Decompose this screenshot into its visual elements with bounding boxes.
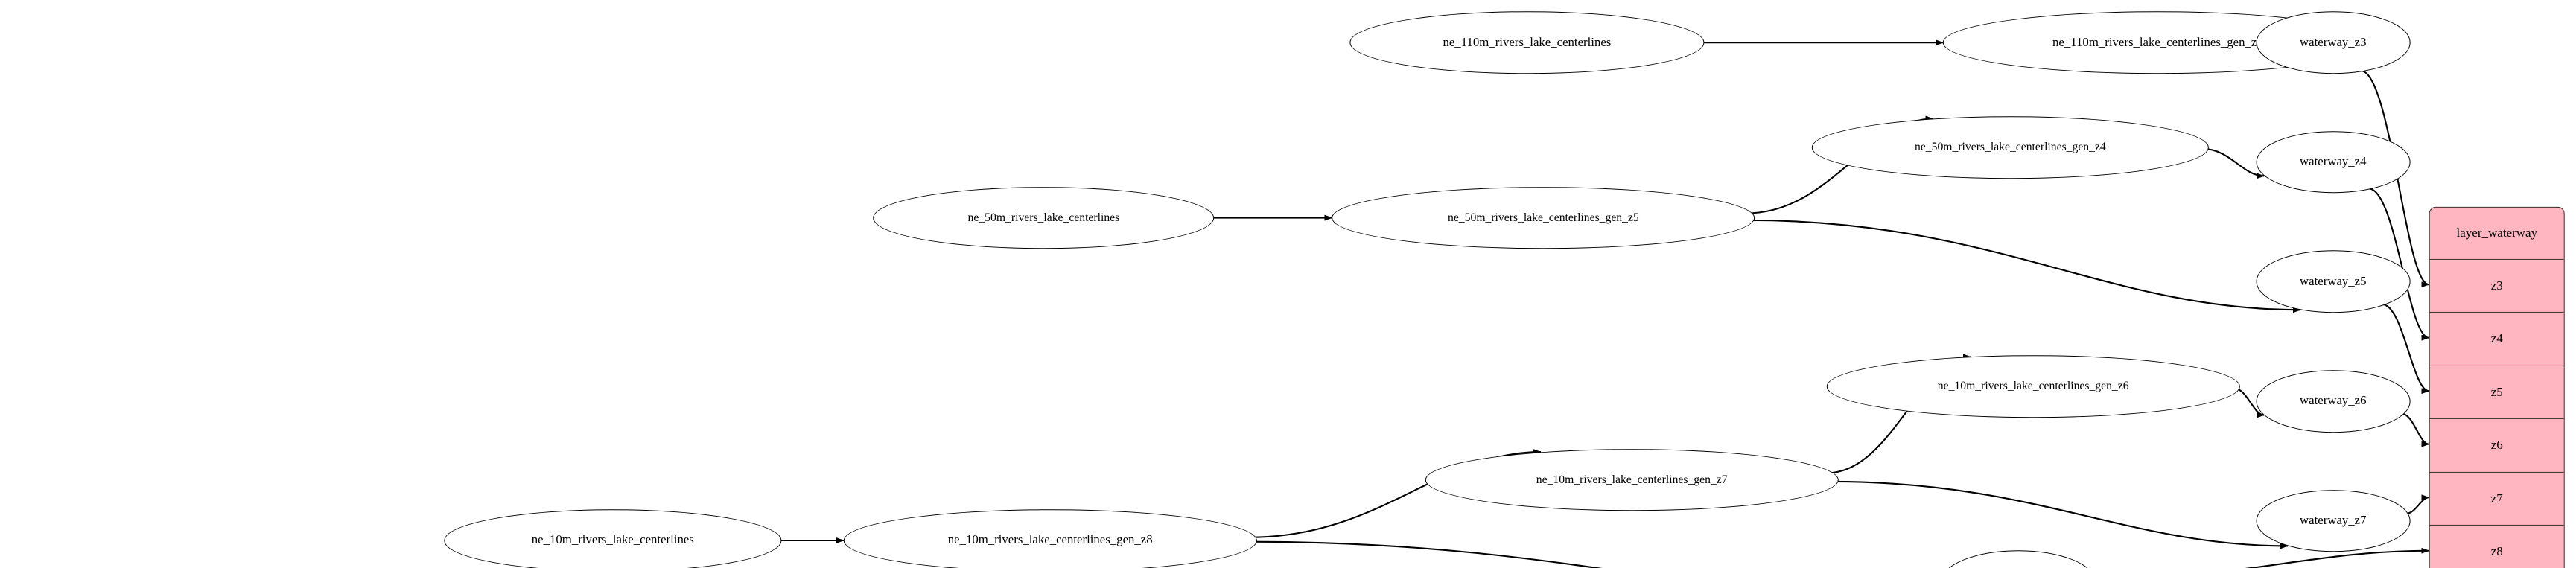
edge-ne_10m_rivers_lake_centerlines_gen_z7--to--waterway_z7	[1831, 480, 2289, 549]
graph-node-ne_10m_rivers_lake_centerlines[interactable]: ne_10m_rivers_lake_centerlines	[444, 509, 782, 568]
edge-ne_10m_rivers_lake_centerlines_gen_z8--to--waterway_z8	[1250, 540, 1603, 568]
node-label: waterway_z3	[2300, 34, 2367, 49]
graph-node-ne_10m_rivers_lake_centerlines_gen_z6[interactable]: ne_10m_rivers_lake_centerlines_gen_z6	[1826, 355, 2240, 418]
graph-node-waterway_z7[interactable]: waterway_z7	[2256, 489, 2411, 552]
edge-waterway_z7--to--layer_waterway-z7	[2405, 494, 2430, 515]
node-label: ne_10m_rivers_lake_centerlines	[531, 532, 694, 547]
edge-waterway_z4--to--layer_waterway-z4	[2368, 188, 2430, 341]
graph-node-ne_10m_rivers_lake_centerlines_gen_z7[interactable]: ne_10m_rivers_lake_centerlines_gen_z7	[1425, 448, 1839, 511]
record-row-z5[interactable]: z5	[2429, 365, 2565, 418]
graph-node-ne_50m_rivers_lake_centerlines_gen_z5[interactable]: ne_50m_rivers_lake_centerlines_gen_z5	[1332, 186, 1755, 249]
record-row-z4[interactable]: z4	[2429, 311, 2565, 366]
record-row-z6[interactable]: z6	[2429, 418, 2565, 472]
node-label: waterway_z5	[2300, 273, 2367, 288]
edge-ne_50m_rivers_lake_centerlines_gen_z4--to--waterway_z4	[2202, 147, 2265, 179]
edge-waterway_z8--to--layer_waterway-z8	[2245, 547, 2430, 568]
node-label: waterway_z7	[2300, 513, 2367, 528]
node-label: waterway_z4	[2300, 154, 2367, 169]
record-row-z7[interactable]: z7	[2429, 471, 2565, 525]
graph-node-ne_10m_rivers_lake_centerlines_gen_z8[interactable]: ne_10m_rivers_lake_centerlines_gen_z8	[843, 509, 1257, 568]
record-header: layer_waterway	[2456, 226, 2538, 240]
graph-node-waterway_z6[interactable]: waterway_z6	[2256, 370, 2411, 433]
node-label: ne_10m_rivers_lake_centerlines_gen_z7	[1536, 473, 1728, 486]
edge-ne_50m_rivers_lake_centerlines_gen_z5--to--waterway_z5	[1747, 219, 2301, 313]
graph-node-ne_50m_rivers_lake_centerlines[interactable]: ne_50m_rivers_lake_centerlines	[873, 186, 1215, 249]
edge-waterway_z5--to--layer_waterway-z5	[2382, 303, 2430, 395]
record-row-z3[interactable]: z3	[2429, 258, 2565, 312]
edge-waterway_z6--to--layer_waterway-z6	[2401, 412, 2430, 447]
node-label: ne_10m_rivers_lake_centerlines_gen_z6	[1937, 380, 2129, 393]
graph-node-waterway_z3[interactable]: waterway_z3	[2256, 11, 2411, 74]
node-label: ne_10m_rivers_lake_centerlines_gen_z8	[947, 532, 1153, 547]
graph-node-waterway_z4[interactable]: waterway_z4	[2256, 131, 2411, 194]
node-label: ne_50m_rivers_lake_centerlines	[967, 211, 1120, 224]
node-label: ne_110m_rivers_lake_centerlines_gen_z3	[2052, 34, 2263, 49]
node-label: ne_50m_rivers_lake_centerlines_gen_z4	[1915, 141, 2106, 154]
graph-node-ne_50m_rivers_lake_centerlines_gen_z4[interactable]: ne_50m_rivers_lake_centerlines_gen_z4	[1812, 116, 2209, 179]
graph-node-ne_110m_rivers_lake_centerlines[interactable]: ne_110m_rivers_lake_centerlines	[1349, 11, 1704, 74]
node-label: waterway_z6	[2300, 393, 2367, 408]
node-label: ne_50m_rivers_lake_centerlines_gen_z5	[1448, 211, 1639, 224]
record-node-layer-waterway[interactable]: layer_waterwayz3z4z5z6z7z8z9z10z11z12z13…	[2429, 207, 2566, 568]
node-label: ne_110m_rivers_lake_centerlines	[1443, 34, 1612, 49]
record-row-z8[interactable]: z8	[2429, 524, 2565, 568]
graph-node-waterway_z5[interactable]: waterway_z5	[2256, 250, 2411, 313]
